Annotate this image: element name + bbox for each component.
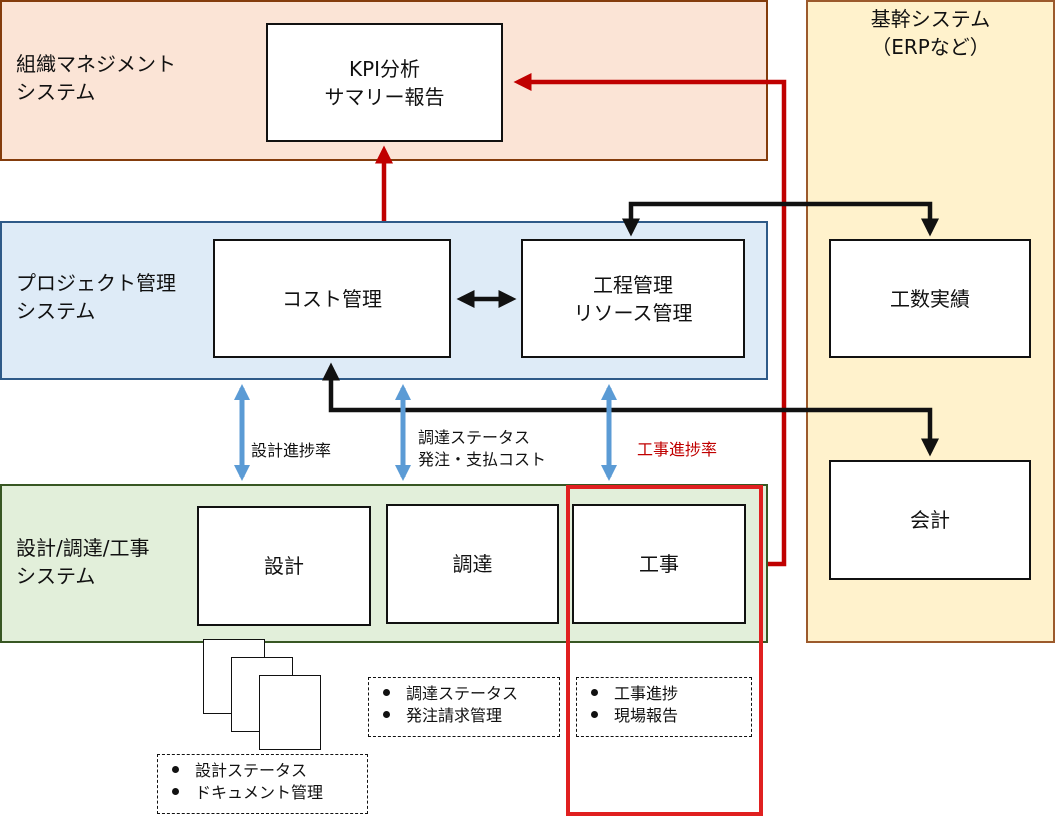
construction-note-item-text: 工事進捗 xyxy=(614,684,679,703)
document-sheet-icon xyxy=(259,675,321,750)
exec-layer-label-line2: システム xyxy=(16,564,96,588)
construction-note-item-text: 現場報告 xyxy=(614,706,679,725)
kpi-box-line1: KPI分析 xyxy=(348,56,421,81)
design-note-item-text: 設計ステータス xyxy=(195,761,308,780)
arrow-cost-accounting xyxy=(322,362,939,457)
procurement-note-item: 発注請求管理 xyxy=(383,705,559,727)
pm-layer-label-line1: プロジェクト管理 xyxy=(16,271,176,295)
cost-box-line1: コスト管理 xyxy=(282,286,382,311)
effort-box-line1: 工数実績 xyxy=(890,286,970,311)
construction-box-line1: 工事 xyxy=(639,552,679,576)
design-note: 設計ステータス ドキュメント管理 xyxy=(157,754,368,814)
bullet-icon xyxy=(172,788,179,795)
process-box-line1: 工程管理 xyxy=(593,272,673,297)
procurement-status-label-line2: 発注・支払コスト xyxy=(418,450,547,469)
design-box-line1: 設計 xyxy=(264,554,304,578)
erp-layer-label-line2: （ERPなど） xyxy=(871,35,990,59)
procurement-note: 調達ステータス 発注請求管理 xyxy=(368,677,560,737)
accounting-box: 会計 xyxy=(829,460,1031,580)
bullet-icon xyxy=(383,689,390,696)
construction-progress-label: 工事進捗率 xyxy=(637,440,718,459)
construction-note: 工事進捗 現場報告 xyxy=(576,677,752,737)
arrow-construction-to-kpi xyxy=(513,73,787,567)
kpi-box-line2: サマリー報告 xyxy=(324,84,445,109)
bullet-icon xyxy=(591,711,598,718)
design-note-item: ドキュメント管理 xyxy=(172,782,367,804)
effort-actuals-box: 工数実績 xyxy=(829,239,1031,358)
process-resource-box: 工程管理 リソース管理 xyxy=(521,239,745,358)
cost-management-box: コスト管理 xyxy=(213,239,451,358)
design-note-item: 設計ステータス xyxy=(172,760,367,782)
construction-note-item: 工事進捗 xyxy=(591,683,751,705)
erp-layer-label-line1: 基幹システム xyxy=(870,7,991,31)
bullet-icon xyxy=(591,689,598,696)
bullet-icon xyxy=(383,711,390,718)
procurement-box-line1: 調達 xyxy=(452,552,493,576)
procurement-note-item-text: 発注請求管理 xyxy=(406,706,503,725)
arrow-process-effort xyxy=(622,201,939,237)
procurement-status-label: 調達ステータス 発注・支払コスト xyxy=(418,427,546,471)
construction-note-item: 現場報告 xyxy=(591,705,751,727)
procurement-box: 調達 xyxy=(386,504,559,624)
org-layer-label-line1: 組織マネジメント xyxy=(16,52,176,76)
bullet-icon xyxy=(172,766,179,773)
construction-highlight-frame xyxy=(566,485,763,816)
design-progress-label: 設計進捗率 xyxy=(251,441,332,460)
exec-layer-label: 設計/調達/工事 システム xyxy=(16,534,149,590)
org-layer-label: 組織マネジメント システム xyxy=(16,50,176,106)
pm-layer-label-line2: システム xyxy=(16,299,96,323)
procurement-status-label-line1: 調達ステータス xyxy=(418,428,531,447)
design-box: 設計 xyxy=(197,506,371,626)
org-layer-label-line2: システム xyxy=(16,80,96,104)
process-box-line2: リソース管理 xyxy=(573,300,693,325)
procurement-note-item: 調達ステータス xyxy=(383,683,559,705)
pm-layer-label: プロジェクト管理 システム xyxy=(16,269,176,325)
accounting-box-line1: 会計 xyxy=(910,508,950,532)
construction-box: 工事 xyxy=(572,504,746,624)
erp-layer-label: 基幹システム （ERPなど） xyxy=(806,5,1055,61)
design-note-item-text: ドキュメント管理 xyxy=(195,783,324,802)
document-stack-icon xyxy=(203,639,323,754)
procurement-note-item-text: 調達ステータス xyxy=(406,684,519,703)
kpi-analysis-box: KPI分析 サマリー報告 xyxy=(266,23,503,142)
exec-layer-label-line1: 設計/調達/工事 xyxy=(16,536,150,560)
